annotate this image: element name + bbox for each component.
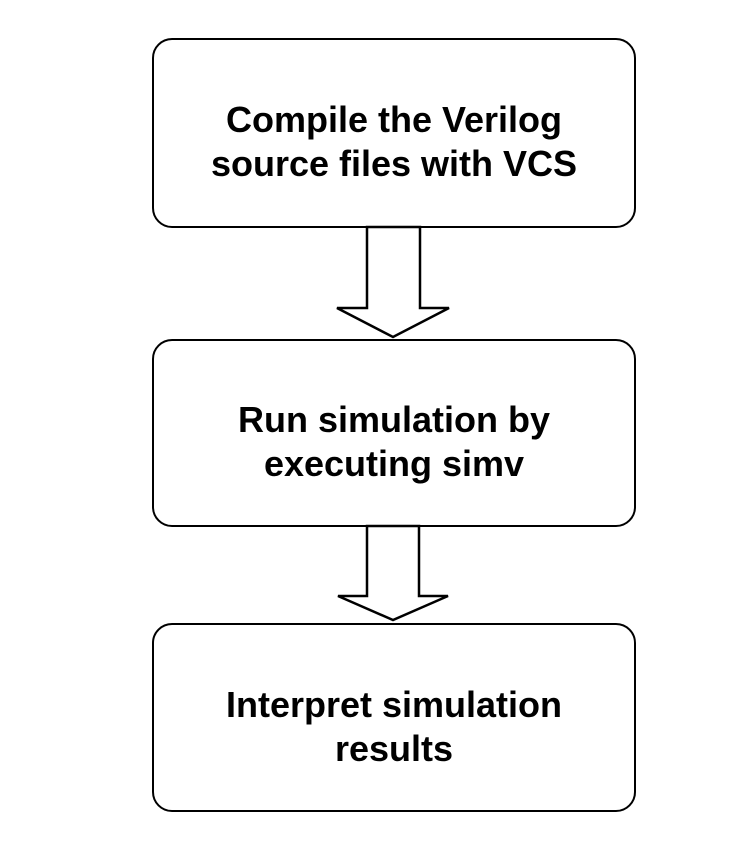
flow-step-label: Interpret simulation results <box>225 683 563 769</box>
flow-step-run-simulation: Run simulation by executing simv <box>152 339 636 527</box>
flow-step-label: Compile the Verilog source files with VC… <box>210 99 578 184</box>
block-arrow-down-icon <box>336 225 450 339</box>
flow-step-interpret-results: Interpret simulation results <box>152 623 636 812</box>
flow-step-compile-verilog: Compile the Verilog source files with VC… <box>152 38 636 228</box>
block-arrow-down-icon <box>337 524 449 622</box>
flow-step-label: Run simulation by executing simv <box>237 399 550 484</box>
